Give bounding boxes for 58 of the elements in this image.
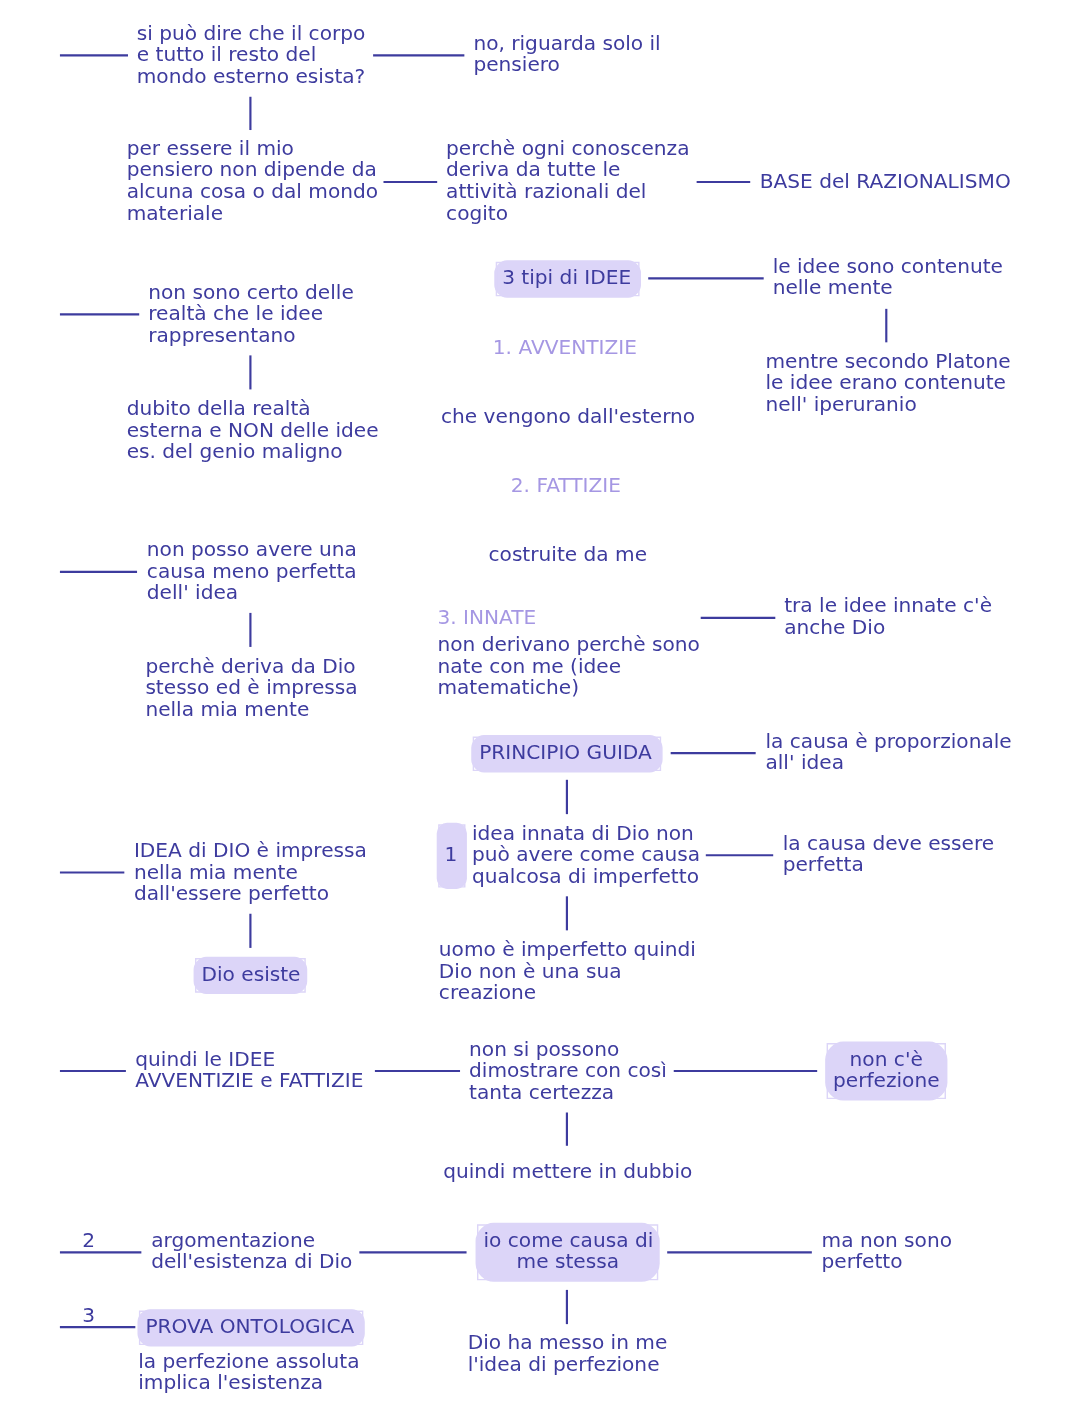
connector [59,1069,126,1073]
connector [705,854,773,857]
node-text: la causa è proporzionale all' idea [764,728,1012,775]
node-text: IDEA di DIO è impressa nella mia mente dall'essere perfetto [133,837,367,906]
connector [565,1112,568,1146]
connector [59,1251,141,1254]
node-text: la causa deve essere perfetta [782,830,994,877]
label: 1. AVVENTIZIE [492,335,637,360]
connector [565,896,568,931]
connector [248,355,251,390]
connector [248,612,251,647]
node-text: mentre secondo Platone le idee erano contenute nell' iperuranio [764,348,1011,416]
node-text: quindi le IDEE AVVENTIZIE e FATTIZIE [134,1046,363,1093]
node-text: no, riguarda solo il pensiero [472,30,661,77]
connector [565,779,568,815]
connector [59,313,139,316]
connector [59,1326,135,1329]
node-text: 3. INNATE non derivano perchè sono nate con me (idee matematiche) [436,604,700,700]
connector [565,1289,568,1325]
label: che vengono dall'esterno [440,404,695,429]
connector [248,913,251,948]
node-text: uomo è imperfetto quindi Dio non è una sua creazione [438,937,696,1005]
node-text: quindi mettere in dubbio [442,1158,692,1183]
edge-label: 3 [81,1302,95,1327]
label: 2. FATTIZIE [510,473,621,498]
connector [59,871,124,874]
connector [59,570,137,573]
connector [374,1069,460,1073]
node-text: ma non sono perfetto [821,1227,952,1274]
node-label: idea innata di Dio non può avere come causa qualcosa di imperfetto [471,820,700,888]
edge-label: 2 [81,1227,95,1252]
node-text: dubito della realtà esterna e NON delle idee es. del genio maligno [126,396,379,464]
connector [59,54,128,57]
node-text: non si possono dimostrare con così tanta certezza [468,1036,667,1104]
connector [670,752,756,755]
connector [884,308,887,343]
node-text: perchè deriva da Dio stesso ed è impressa nella mia mente [144,653,358,721]
node-text: le idee sono contenute nelle mente [772,253,1003,300]
node-text: non posso avere una causa meno perfetta dell' idea [146,537,357,605]
connector [248,96,251,131]
label: costruite da me [488,542,647,567]
node-text: argomentazione dell'esistenza di Dio [150,1227,352,1274]
node-text: BASE del RAZIONALISMO [759,169,1011,193]
connector [696,180,750,184]
connector [358,1251,467,1254]
node-text: per essere il mio pensiero non dipende da alcuna cosa o dal mondo materiale [126,135,378,225]
node-text: tra le idee innate c'è anche Dio [783,593,992,639]
connector [383,180,437,184]
connector [666,1251,812,1254]
node-text: si può dire che il corpo e tutto il resto del mondo esterno esista? [136,20,365,88]
node-text: Dio ha messo in me l'idea di perfezione [467,1329,667,1376]
connector [700,616,775,619]
node-text: perchè ogni conoscenza deriva da tutte le attività razionali del cogito [445,135,690,225]
connector [647,277,764,280]
node-label: la perfezione assoluta implica l'esistenza [137,1348,360,1395]
connector [673,1069,817,1073]
node-text: non sono certo delle realtà che le idee rappresentano [147,279,354,347]
connector [372,54,464,57]
